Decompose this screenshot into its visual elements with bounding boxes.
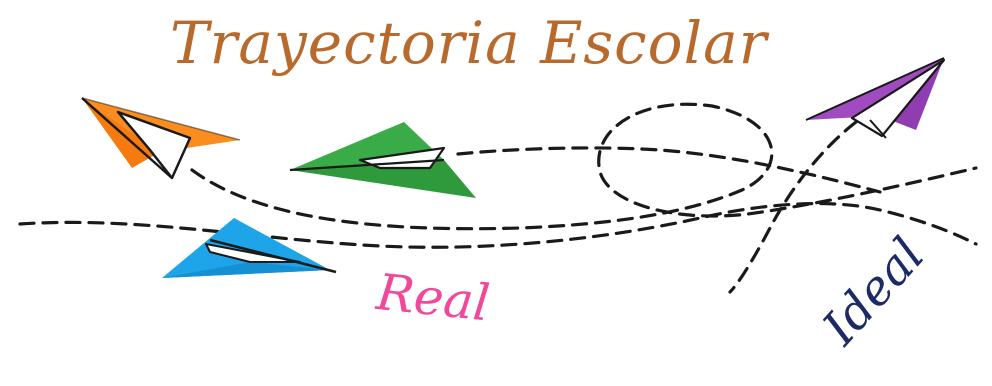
green-trajectory-path: [456, 146, 882, 194]
purple-trajectory-path: [728, 120, 858, 294]
paper-plane-green-icon: [289, 122, 476, 198]
ideal-trajectory-path: [190, 102, 978, 231]
real-trajectory-path: [18, 201, 978, 249]
paper-plane-orange-icon: [81, 97, 241, 180]
real-label: Real: [373, 262, 493, 333]
page-title: Trayectoria Escolar: [170, 9, 768, 77]
paper-plane-purple-icon: [805, 57, 946, 139]
paper-plane-blue-icon: [162, 218, 337, 278]
